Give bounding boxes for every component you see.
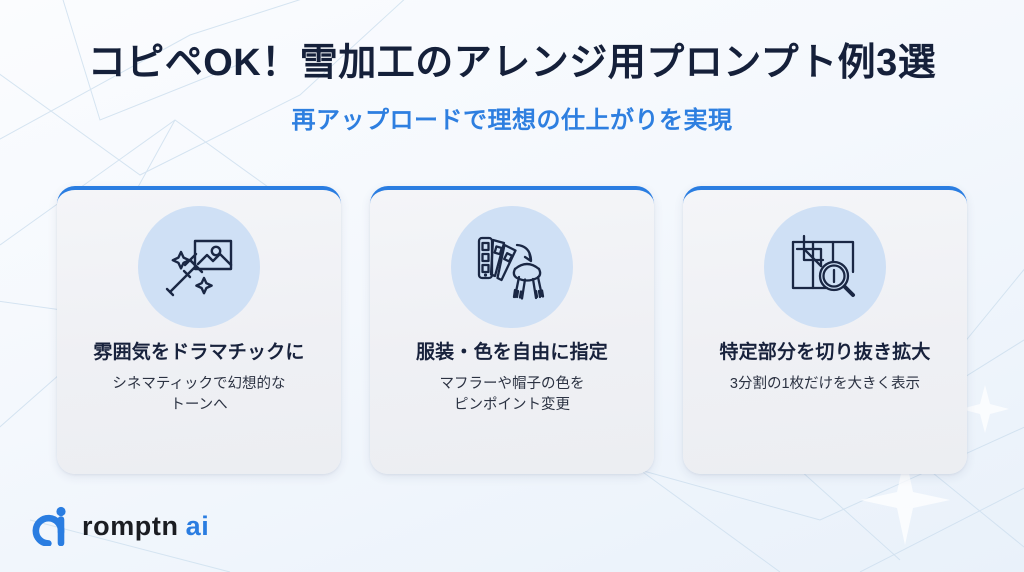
card-desc-2-line1: マフラーや帽子の色を <box>439 375 585 392</box>
card-desc-1: シネマティックで幻想的な トーンへ <box>112 374 285 416</box>
logo-name: romptn <box>82 510 179 541</box>
card-desc-2-line2: ピンポイント変更 <box>454 396 570 413</box>
card-desc-3-line1: 3分割の1枚だけを大きく表示 <box>729 375 921 392</box>
logo-suffix: ai <box>185 510 210 541</box>
page-subtitle: 再アップロードで理想の仕上がりを実現 <box>291 106 733 134</box>
feature-card-3[interactable]: 特定部分を切り抜き拡大 3分割の1枚だけを大きく表示 <box>683 186 967 474</box>
card-desc-1-line1: シネマティックで幻想的な <box>112 375 286 392</box>
page-title: コピペOK！雪加工のアレンジ用プロンプト例3選 <box>87 42 937 84</box>
magic-wand-image-icon <box>160 232 238 302</box>
icon-badge-2 <box>451 206 573 328</box>
card-desc-3: 3分割の1枚だけを大きく表示 <box>730 374 920 395</box>
feature-card-list: 雰囲気をドラマチックに シネマティックで幻想的な トーンへ <box>57 186 967 474</box>
romptn-a-mark-icon <box>32 506 68 546</box>
feature-card-2[interactable]: 服装・色を自由に指定 マフラーや帽子の色を ピンポイント変更 <box>370 186 654 474</box>
card-desc-2: マフラーや帽子の色を ピンポイント変更 <box>440 374 585 416</box>
header: コピペOK！雪加工のアレンジ用プロンプト例3選 再アップロードで理想の仕上がりを… <box>0 0 1024 135</box>
color-swatch-scarf-icon <box>471 232 553 302</box>
crop-magnifier-icon <box>787 232 863 302</box>
icon-badge-1 <box>138 206 260 328</box>
card-title-3: 特定部分を切り抜き拡大 <box>719 342 931 363</box>
card-desc-1-line2: トーンへ <box>170 396 228 413</box>
icon-badge-3 <box>764 206 886 328</box>
feature-card-1[interactable]: 雰囲気をドラマチックに シネマティックで幻想的な トーンへ <box>57 186 341 474</box>
card-title-2: 服装・色を自由に指定 <box>415 342 608 363</box>
card-title-1: 雰囲気をドラマチックに <box>93 342 305 363</box>
